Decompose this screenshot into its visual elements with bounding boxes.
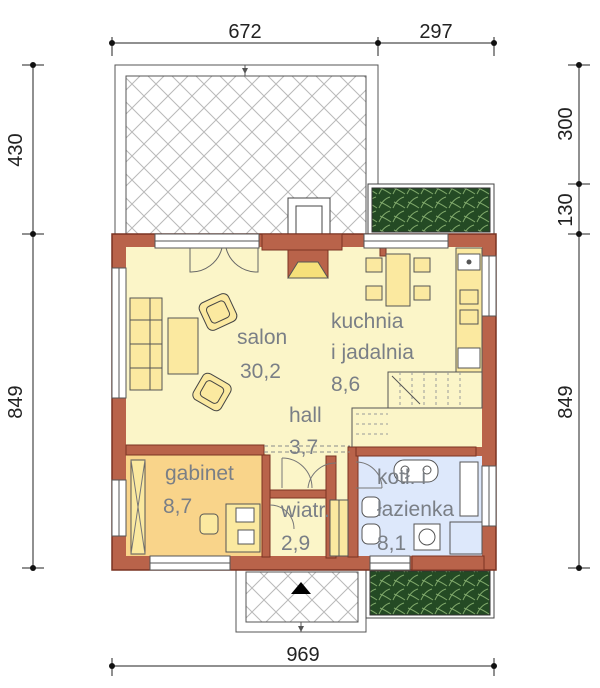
- room-label-office: gabinet 8,7: [163, 462, 234, 518]
- room-name-bathroom-line2: łazienka: [377, 498, 454, 521]
- dimension-bottom: 969: [109, 644, 497, 676]
- armchair-bottom: [192, 372, 232, 412]
- room-label-hall: hall 3,7: [289, 404, 322, 459]
- room-name-bathroom-line1: kotł. i: [377, 466, 426, 489]
- room-name-salon: salon: [237, 326, 287, 349]
- dim-top-right: 297: [419, 21, 452, 43]
- rear-terrace: [114, 64, 379, 236]
- room-area-office: 8,7: [163, 495, 192, 518]
- room-area-kitchen: 8,6: [331, 373, 360, 396]
- staircase: [351, 371, 483, 447]
- terrace-doors: [189, 247, 259, 273]
- hall-lines: [264, 445, 350, 453]
- room-area-hall: 3,7: [289, 436, 318, 459]
- dim-right-mid: 130: [555, 193, 577, 226]
- dim-right-bottom: 849: [555, 385, 577, 418]
- room-name-kitchen-line2: i jadalnia: [331, 341, 414, 364]
- entrance-arrow-icon: [291, 582, 311, 594]
- dim-bottom: 969: [286, 644, 319, 666]
- dimension-right: 300 130 849: [555, 62, 590, 571]
- room-label-vestibule: wiatr. 2,9: [280, 499, 330, 555]
- wardrobe: [329, 499, 349, 557]
- room-area-salon: 30,2: [240, 360, 281, 383]
- room-label-kitchen: kuchnia i jadalnia 8,6: [331, 310, 414, 396]
- sofa: [129, 297, 163, 391]
- planter-right-bottom: [365, 567, 495, 619]
- dimension-left: 430 849: [5, 62, 44, 571]
- windows: [111, 233, 497, 571]
- room-name-office: gabinet: [165, 462, 234, 485]
- armchair-top: [198, 293, 238, 331]
- room-area-bathroom: 8,1: [377, 532, 406, 555]
- dim-top-left: 672: [228, 21, 261, 43]
- coffee-table: [167, 317, 199, 375]
- dining-set: [365, 253, 431, 307]
- bathroom-fixtures: [361, 459, 483, 555]
- room-name-vestibule: wiatr.: [280, 499, 330, 522]
- doors: [269, 457, 383, 530]
- kitchen-counter: [455, 247, 483, 377]
- room-area-vestibule: 2,9: [281, 532, 310, 555]
- front-porch: [235, 567, 367, 633]
- fireplace-hearth: [287, 261, 329, 279]
- room-label-bathroom: kotł. i łazienka 8,1: [377, 466, 454, 555]
- dimension-top: 672 297: [109, 21, 497, 56]
- fireplace-chimney: [287, 197, 331, 239]
- room-name-hall: hall: [289, 404, 322, 427]
- planter-right-top: [367, 183, 495, 237]
- room-name-kitchen-line1: kuchnia: [331, 310, 404, 333]
- dim-right-top: 300: [555, 107, 577, 140]
- room-label-salon: salon 30,2: [237, 326, 287, 383]
- dim-left-top: 430: [5, 133, 27, 166]
- dim-left-bottom: 849: [5, 385, 27, 418]
- office-furniture: [130, 459, 261, 555]
